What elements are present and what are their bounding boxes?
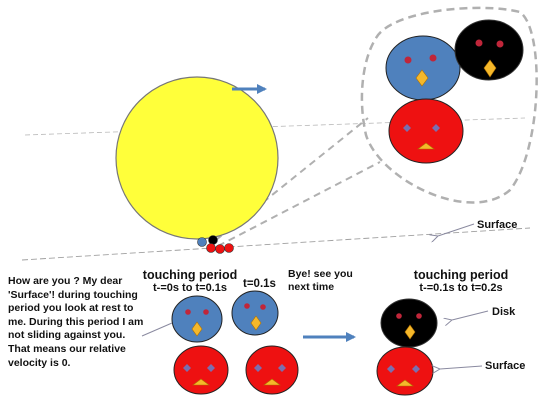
right-black-disk-face <box>380 298 438 348</box>
contact-point-disks <box>197 235 234 254</box>
disk-pointer <box>452 310 489 320</box>
time-label: t=0.1s <box>243 278 276 290</box>
zoom-connector-top <box>215 117 369 241</box>
period-label-right: touching period t-=0.1s to t=0.2s <box>398 268 524 295</box>
period-left-range: t-=0s to t=0.1s <box>153 282 227 294</box>
left-red-surface-face <box>173 345 229 395</box>
bye-text: Bye! see you next time <box>288 268 353 293</box>
speech-pointer <box>141 322 173 337</box>
zoom-black-disk-face <box>454 19 524 81</box>
surface-label-bottom: Surface <box>485 360 526 372</box>
zoom-red-surface-face <box>388 98 464 164</box>
zoom-callout-outline <box>360 6 538 204</box>
middle-red-surface-face <box>245 345 299 395</box>
surface-top-pointer <box>438 223 475 236</box>
zoom-blue-disk-face <box>385 35 461 101</box>
middle-blue-disk-face <box>231 290 279 336</box>
period-right-title: touching period <box>413 268 509 282</box>
disk-label: Disk <box>492 306 516 318</box>
right-red-surface-face <box>376 346 434 396</box>
speech-text: How are you ? My dear 'Surface'! during … <box>8 275 144 369</box>
surface-line <box>21 227 531 261</box>
period-left-title: touching period <box>142 268 238 282</box>
zoom-connector-bottom <box>217 161 381 247</box>
large-yellow-circle <box>115 76 279 240</box>
period-label-left: touching period t-=0s to t=0.1s <box>138 268 242 295</box>
surface-label-top: Surface <box>477 219 518 231</box>
surface-bottom-pointer <box>440 366 483 369</box>
left-blue-disk-face <box>171 295 223 343</box>
period-right-range: t-=0.1s to t=0.2s <box>419 282 503 294</box>
